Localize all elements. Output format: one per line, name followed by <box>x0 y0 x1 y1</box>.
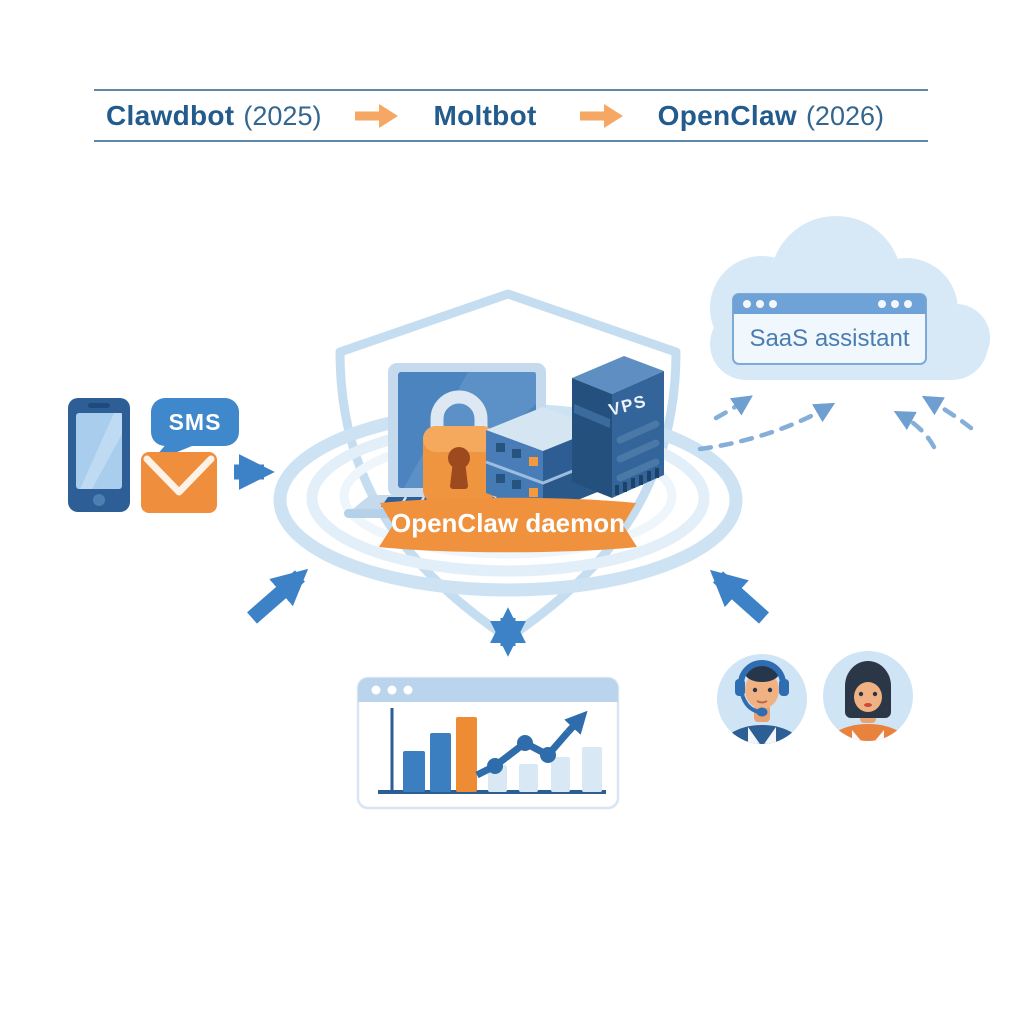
banner-ribbon <box>379 497 637 553</box>
sync-dashed-arrows <box>697 395 974 452</box>
support-agent-avatar <box>717 654 807 744</box>
window-dots-icon <box>371 685 413 695</box>
stage-year: (2026) <box>805 101 884 131</box>
user-avatar <box>823 651 913 741</box>
timeline-arrow-icon <box>355 102 399 130</box>
stage-name: Clawdbot <box>106 100 235 131</box>
stage-name: OpenClaw <box>657 100 797 131</box>
window-dots-icon <box>743 300 912 308</box>
flow-arrows <box>234 453 769 657</box>
envelope-icon <box>141 452 217 513</box>
bar-series <box>403 717 602 792</box>
browser-window-icon <box>732 293 927 365</box>
timeline-stage-openclaw: OpenClaw (2026) <box>658 100 884 132</box>
vps-tower-icon <box>572 356 664 498</box>
smartphone-icon <box>68 398 130 512</box>
bottom-left-arrow <box>247 568 309 624</box>
stage-name: Moltbot <box>433 100 537 131</box>
header-rule-bottom <box>94 140 928 142</box>
dashboard-chart-icon <box>356 676 620 810</box>
timeline-stage-moltbot: Moltbot <box>433 100 545 132</box>
evolution-timeline: Clawdbot (2025) Moltbot OpenClaw (2026) <box>0 97 990 135</box>
stage-year: (2025) <box>243 101 322 131</box>
padlock-icon <box>423 390 495 503</box>
header-rule-top <box>94 89 928 91</box>
timeline-arrow-icon <box>579 102 624 130</box>
trend-line <box>475 710 588 779</box>
bottom-right-arrow <box>709 569 769 624</box>
timeline-stage-clawdbot: Clawdbot (2025) <box>106 100 321 132</box>
headset-icon <box>738 660 786 685</box>
